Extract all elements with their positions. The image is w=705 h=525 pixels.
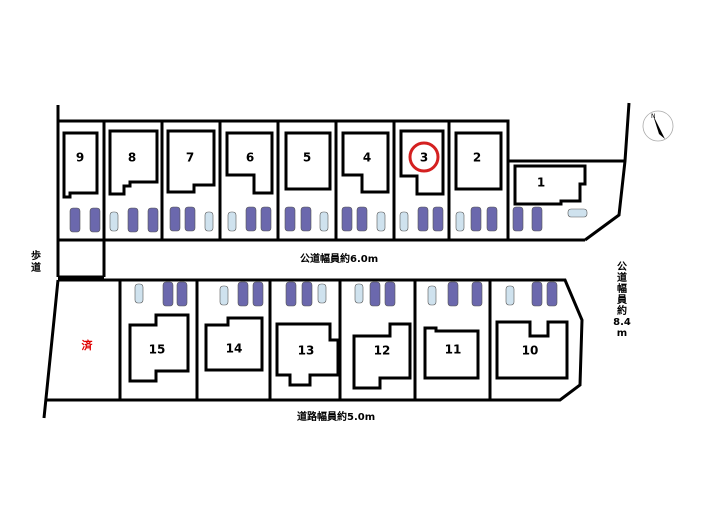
building-1 bbox=[513, 164, 587, 206]
sidewalk-char: 道 bbox=[31, 261, 41, 274]
building-6 bbox=[225, 131, 274, 195]
car-icon bbox=[219, 285, 229, 306]
car-icon bbox=[455, 211, 465, 232]
car-icon bbox=[505, 285, 515, 306]
building-9 bbox=[62, 131, 99, 199]
east-road-char: 員 bbox=[616, 294, 627, 306]
car-icon bbox=[486, 206, 498, 232]
east-road-char: 公 bbox=[617, 261, 627, 273]
car-icon bbox=[285, 281, 297, 307]
building-13 bbox=[275, 322, 340, 387]
car-icon bbox=[109, 211, 119, 232]
north-road-label: 公道幅員約6.0m bbox=[300, 252, 378, 265]
car-icon bbox=[69, 207, 81, 233]
car-icon bbox=[147, 207, 159, 233]
sidewalk-char: 歩 bbox=[31, 249, 41, 262]
car-icon bbox=[399, 211, 409, 232]
car-icon bbox=[470, 206, 482, 232]
car-icon bbox=[531, 206, 543, 232]
car-icon bbox=[417, 206, 429, 232]
lot-number[interactable]: 1 bbox=[537, 176, 545, 190]
car-icon bbox=[512, 206, 524, 232]
lot-number[interactable]: 4 bbox=[363, 151, 371, 165]
sidewalk-label: 歩 道 bbox=[31, 249, 41, 274]
lot-number[interactable]: 9 bbox=[76, 151, 84, 165]
car-icon bbox=[471, 281, 483, 307]
east-road-char: 8.4 bbox=[613, 317, 631, 328]
building-4 bbox=[341, 131, 390, 194]
building-15 bbox=[128, 313, 190, 383]
car-icon bbox=[447, 281, 459, 307]
highlight-circle bbox=[408, 141, 440, 173]
lot-number[interactable]: 6 bbox=[246, 151, 254, 165]
car-icon bbox=[301, 281, 313, 307]
car-icon bbox=[204, 211, 214, 232]
lot-boundaries bbox=[42, 102, 631, 419]
car-icon bbox=[546, 281, 558, 307]
car-icon bbox=[341, 206, 353, 232]
car-icon bbox=[432, 206, 444, 232]
lot-number[interactable]: 8 bbox=[128, 151, 136, 165]
car-icon bbox=[356, 206, 368, 232]
parking-cars bbox=[69, 206, 588, 307]
east-road-char: 道 bbox=[617, 271, 627, 284]
car-icon bbox=[567, 208, 588, 218]
compass-icon: N bbox=[642, 110, 674, 142]
sold-label: 済 bbox=[82, 338, 94, 352]
lot-numbers: 9 8 7 6 5 4 3 2 1 15 14 13 12 11 10 bbox=[76, 151, 545, 358]
car-icon bbox=[354, 283, 364, 304]
car-icon bbox=[89, 207, 101, 233]
car-icon bbox=[252, 281, 264, 307]
car-icon bbox=[245, 206, 257, 232]
car-icon bbox=[227, 211, 237, 232]
car-icon bbox=[427, 285, 437, 306]
car-icon bbox=[531, 281, 543, 307]
building-12 bbox=[352, 322, 412, 390]
lot-number[interactable]: 14 bbox=[226, 342, 243, 356]
lot-number[interactable]: 13 bbox=[298, 344, 315, 358]
building-7 bbox=[166, 129, 216, 194]
lot-number[interactable]: 7 bbox=[186, 151, 194, 165]
lot-number[interactable]: 11 bbox=[445, 343, 462, 357]
car-icon bbox=[134, 283, 144, 304]
car-icon bbox=[317, 283, 327, 304]
car-icon bbox=[300, 206, 312, 232]
car-icon bbox=[369, 281, 381, 307]
lot-number-highlighted[interactable]: 3 bbox=[420, 151, 428, 165]
lot-number[interactable]: 15 bbox=[149, 343, 166, 357]
buildings bbox=[62, 129, 587, 390]
building-14 bbox=[204, 316, 264, 372]
south-road-label: 道路幅員約5.0m bbox=[297, 410, 375, 423]
east-road-char: m bbox=[617, 328, 627, 339]
car-icon bbox=[384, 281, 396, 307]
building-5 bbox=[284, 131, 332, 191]
building-8 bbox=[108, 129, 159, 196]
car-icon bbox=[376, 211, 386, 232]
building-10 bbox=[495, 320, 569, 380]
car-icon bbox=[162, 281, 174, 307]
lot-number[interactable]: 2 bbox=[473, 151, 481, 165]
east-road-char: 約 bbox=[617, 304, 627, 317]
lot-number[interactable]: 12 bbox=[374, 344, 391, 358]
car-icon bbox=[319, 211, 329, 232]
car-icon bbox=[169, 206, 181, 232]
car-icon bbox=[260, 206, 272, 232]
building-11 bbox=[423, 326, 480, 380]
car-icon bbox=[127, 207, 139, 233]
east-road-label: 公 道 幅 員 約 8.4 m bbox=[613, 261, 631, 339]
lot-number[interactable]: 10 bbox=[522, 344, 539, 358]
compass-label: N bbox=[651, 113, 656, 120]
car-icon bbox=[237, 281, 249, 307]
lot-number[interactable]: 5 bbox=[303, 151, 311, 165]
car-icon bbox=[176, 281, 188, 307]
car-icon bbox=[184, 206, 196, 232]
building-2 bbox=[454, 131, 503, 191]
east-road-char: 幅 bbox=[617, 282, 627, 295]
car-icon bbox=[284, 206, 296, 232]
